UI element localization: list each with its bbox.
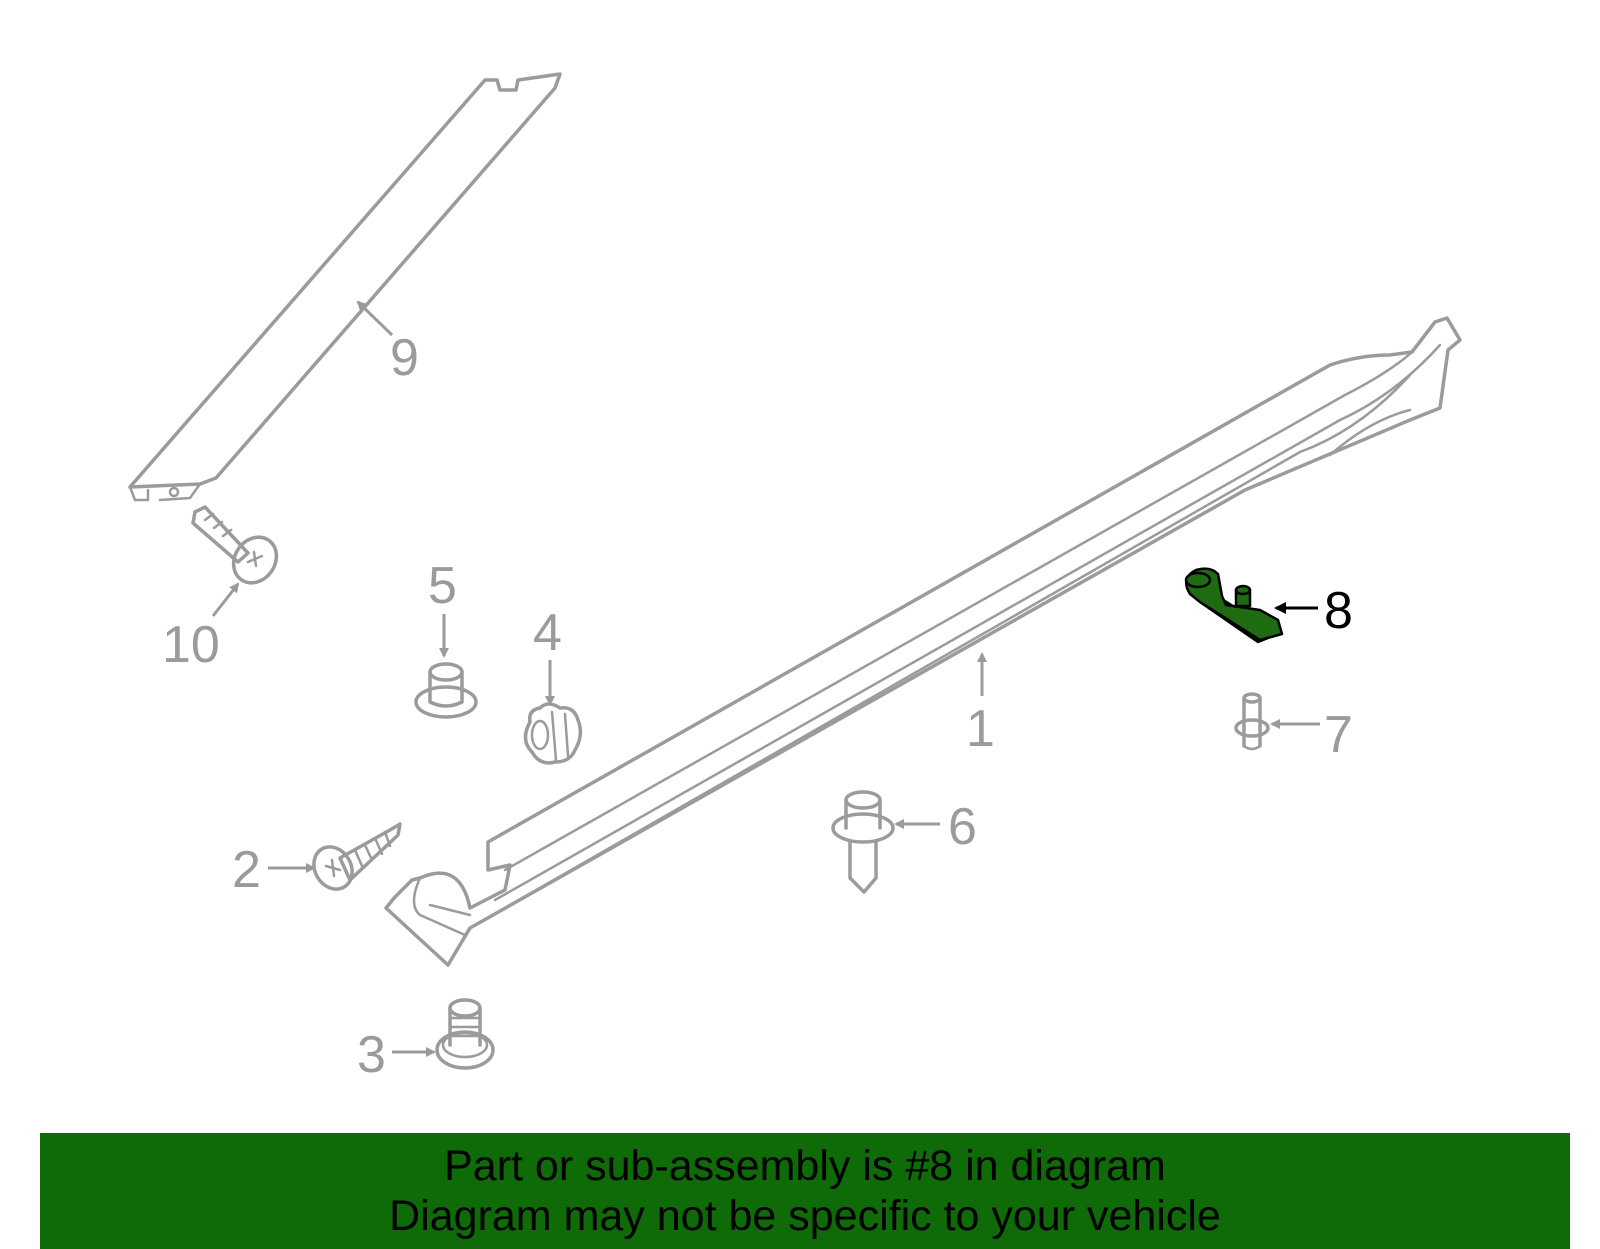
part-9-pillar-garnish: [128, 72, 562, 502]
banner-line-1: Part or sub-assembly is #8 in diagram: [444, 1142, 1166, 1190]
part-8-bracket: [1184, 567, 1284, 644]
leader-9: [356, 300, 394, 337]
callout-3: 3: [357, 1026, 386, 1084]
callout-4: 4: [533, 604, 562, 662]
callout-8: 8: [1324, 582, 1353, 640]
callout-10: 10: [162, 616, 220, 674]
part-7-stud: [1234, 692, 1270, 751]
callout-2: 2: [232, 841, 261, 899]
callout-5: 5: [428, 557, 457, 615]
callout-1: 1: [966, 700, 995, 758]
info-banner: Part or sub-assembly is #8 in diagram Di…: [40, 1133, 1570, 1249]
part-10-clip: [191, 505, 279, 585]
part-4-nut: [523, 702, 583, 765]
part-3-bolt: [435, 998, 495, 1070]
part-1-sill-molding: [384, 316, 1462, 967]
part-5-retainer: [414, 662, 478, 719]
part-6-push-pin: [831, 790, 895, 894]
banner-line-2: Diagram may not be specific to your vehi…: [389, 1192, 1221, 1240]
leader-10: [211, 582, 240, 617]
part-2-screw: [312, 822, 402, 891]
callout-6: 6: [948, 798, 977, 856]
callout-9: 9: [390, 329, 419, 387]
callout-7: 7: [1324, 706, 1353, 764]
